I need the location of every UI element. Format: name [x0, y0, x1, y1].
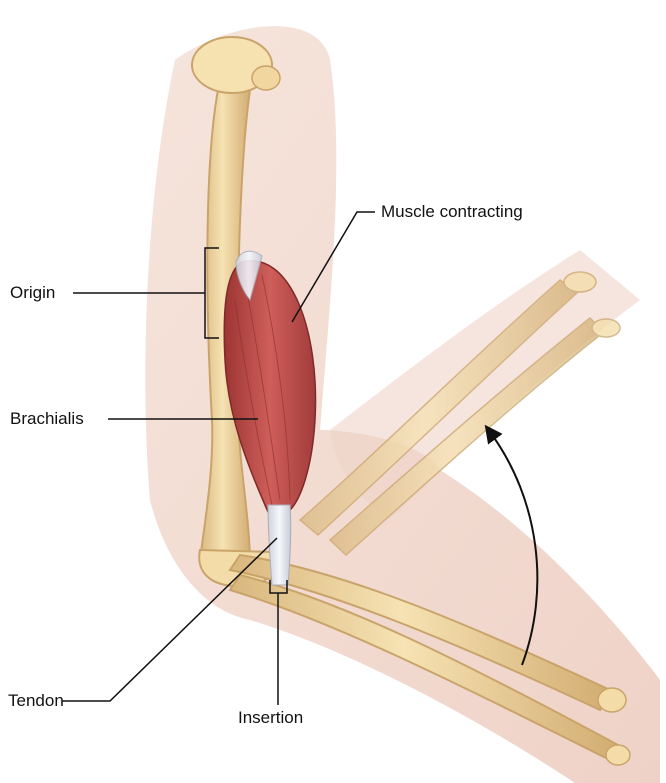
- label-brachialis: Brachialis: [10, 409, 84, 429]
- label-origin: Origin: [10, 283, 55, 303]
- label-insertion: Insertion: [238, 708, 303, 728]
- label-muscle-contracting: Muscle contracting: [381, 202, 523, 222]
- label-tendon: Tendon: [8, 691, 64, 711]
- brachialis-tendon: [268, 505, 291, 585]
